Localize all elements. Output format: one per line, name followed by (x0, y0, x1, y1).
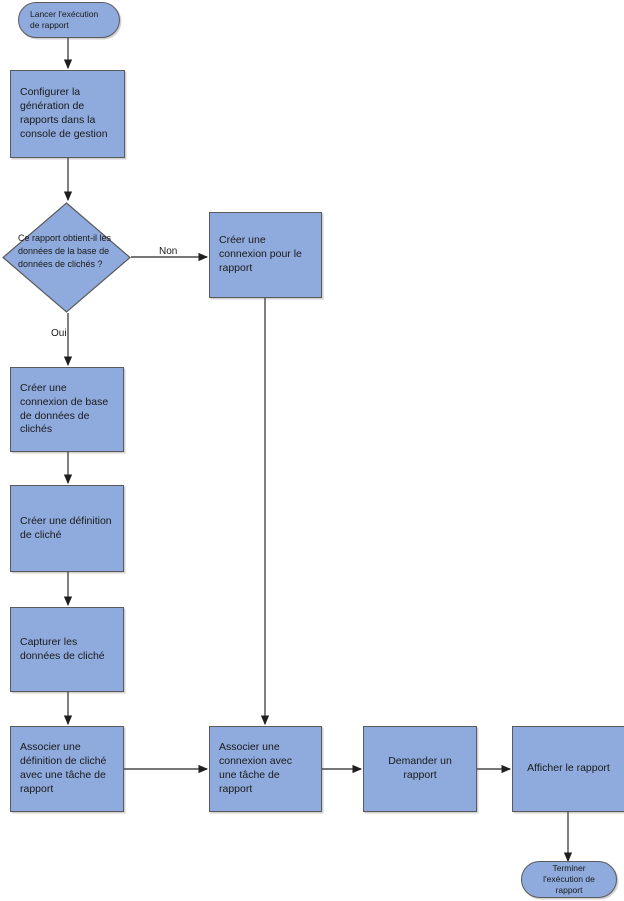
node-create-db-connection[interactable]: Créer une connexion de base de données d… (10, 367, 124, 452)
node-associate-connection-label: Associer une connexion avec une tâche de… (219, 741, 295, 795)
node-create-definition[interactable]: Créer une définition de cliché (10, 485, 124, 572)
node-decision-label: Ce rapport obtient-il les données de la … (18, 233, 114, 270)
node-configure-label: Configurer la génération de rapports dan… (20, 86, 108, 140)
node-create-db-connection-label: Créer une connexion de base de données d… (20, 381, 112, 436)
node-associate-definition-label: Associer une définition de cliché avec u… (20, 741, 110, 795)
node-associate-definition[interactable]: Associer une définition de cliché avec u… (10, 726, 124, 812)
node-associate-connection[interactable]: Associer une connexion avec une tâche de… (209, 726, 322, 812)
node-end[interactable]: Terminer l'exécution de rapport (521, 861, 617, 898)
node-create-connection-report[interactable]: Créer une connexion pour le rapport (209, 212, 322, 298)
node-start[interactable]: Lancer l'exécution de rapport (18, 2, 120, 38)
node-capture-data-label: Capturer les données de cliché (20, 635, 105, 662)
node-capture-data[interactable]: Capturer les données de cliché (10, 607, 124, 692)
decision-diamond-shape (2, 202, 131, 313)
edge-label-yes: Oui (51, 328, 67, 339)
node-display-report[interactable]: Afficher le rapport (512, 726, 624, 812)
node-request-report-label: Demander un rapport (388, 755, 455, 781)
node-configure[interactable]: Configurer la génération de rapports dan… (10, 70, 125, 158)
node-start-label: Lancer l'exécution de rapport (30, 8, 101, 30)
node-decision[interactable]: Ce rapport obtient-il les données de la … (2, 202, 131, 313)
edge-label-no: Non (159, 246, 178, 257)
node-request-report[interactable]: Demander un rapport (363, 726, 477, 812)
node-display-report-label: Afficher le rapport (527, 762, 610, 775)
node-create-connection-report-label: Créer une connexion pour le rapport (219, 234, 305, 274)
node-end-label: Terminer l'exécution de rapport (543, 862, 598, 896)
node-create-definition-label: Créer une définition de cliché (20, 514, 115, 541)
